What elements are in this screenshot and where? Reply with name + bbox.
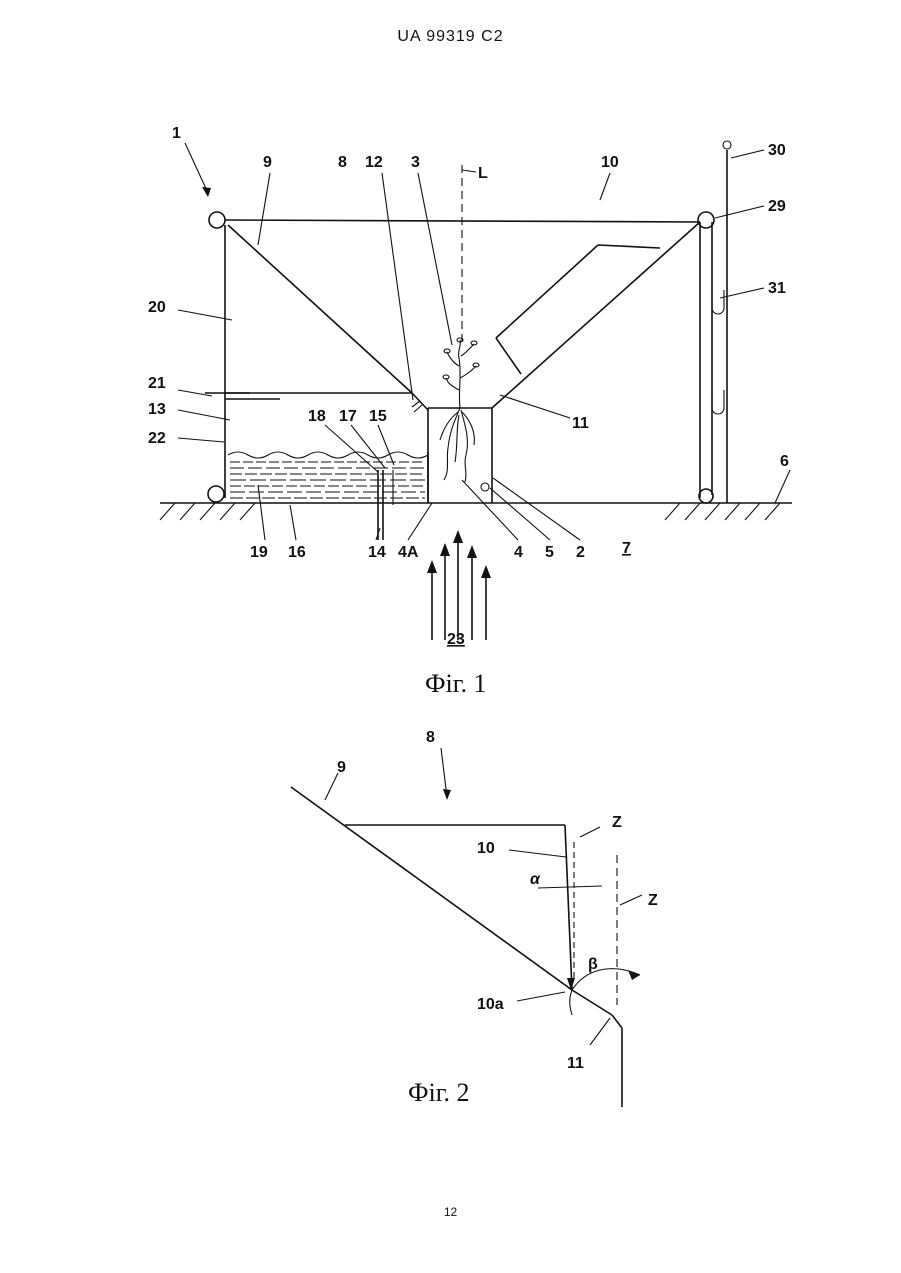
page-number: 12 [0,1205,901,1219]
label-10: 10 [601,154,619,171]
figure-2-caption: Фіг. 2 [408,1078,470,1107]
fig2-label-beta: β [588,956,598,973]
label-8: 8 [338,154,347,171]
label-16: 16 [288,544,306,561]
leader-lines [178,143,790,540]
fig2-label-Z2: Z [648,892,658,909]
label-4A: 4A [398,544,419,561]
fig2-label-11: 11 [567,1055,584,1072]
label-22: 22 [148,430,166,447]
label-18: 18 [308,408,326,425]
reflector-left [225,225,428,412]
fig2-label-8: 8 [426,729,435,746]
label-1: 1 [172,125,181,142]
label-L: L [478,165,488,182]
label-5: 5 [545,544,554,561]
label-12: 12 [365,154,383,171]
label-17: 17 [339,408,357,425]
label-19: 19 [250,544,268,561]
label-3: 3 [411,154,420,171]
fig2-label-10: 10 [477,840,495,857]
figure-1-caption: Фіг. 1 [425,669,487,698]
fig2-label-9: 9 [337,759,346,776]
label-9: 9 [263,154,272,171]
label-13: 13 [148,401,166,418]
label-7: 7 [622,540,631,557]
label-14: 14 [368,544,386,561]
plant-container [428,408,492,503]
fig2-label-alpha: α [530,871,541,888]
fig2-label-10a: 10a [477,996,504,1013]
label-11: 11 [572,415,589,432]
shade-roller [712,141,731,503]
airflow-arrows [427,530,491,640]
label-15: 15 [369,408,387,425]
label-30: 30 [768,142,786,159]
label-4: 4 [514,544,523,561]
label-2: 2 [576,544,585,561]
figure-2: 8 9 Z 10 α Z β 10a 11 Фіг. 2 [291,729,658,1107]
label-29: 29 [768,198,786,215]
greenhouse-frame [208,212,714,503]
label-21: 21 [148,375,166,392]
label-20: 20 [148,299,166,316]
reflector-right [492,222,700,408]
label-31: 31 [768,280,786,297]
plant [440,338,479,482]
ground [160,503,792,520]
label-23: 23 [447,631,465,648]
figure-1: 1 9 8 12 3 L 10 30 29 20 31 21 13 22 18 … [148,125,792,698]
fig2-label-Z1: Z [612,814,622,831]
label-6: 6 [780,453,789,470]
